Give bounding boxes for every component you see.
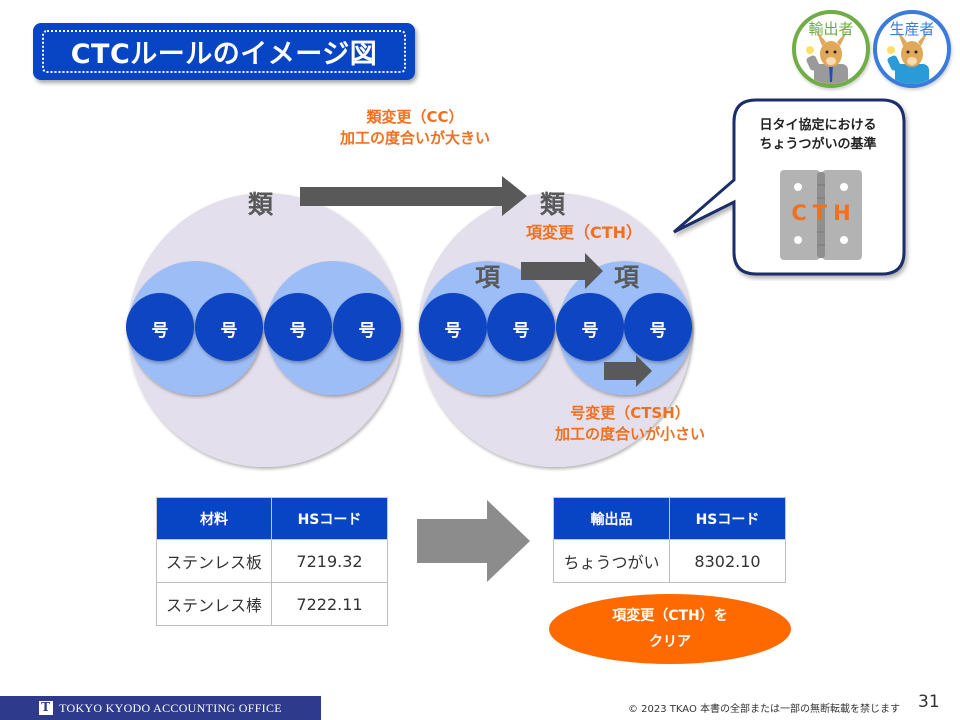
subheading-circle [333, 293, 401, 361]
table-row: ちょうつがい 8302.10 [553, 539, 786, 583]
subheading-circle [264, 293, 332, 361]
kangaroo-exporter-icon [806, 30, 848, 84]
subheading-circle [419, 293, 487, 361]
hinge-cth-label: CTH [791, 201, 857, 225]
product-hs-code: 8302.10 [669, 539, 786, 583]
subheading-label: 号 [358, 321, 376, 341]
title-frame: CTCルールのイメージ図 [42, 30, 406, 73]
subheading-label: 号 [512, 321, 530, 341]
chapter-label-left: 類 [248, 190, 274, 219]
subheading-label: 号 [289, 321, 307, 341]
page-title: CTCルールのイメージ図 [70, 39, 378, 70]
ctsh-arrow [604, 355, 652, 387]
material-name: ステンレス板 [156, 539, 272, 583]
transformation-arrow [417, 500, 530, 582]
title-banner: CTCルールのイメージ図 [33, 23, 415, 80]
subheading-label: 号 [220, 321, 238, 341]
page-number: 31 [918, 692, 940, 712]
subheading-circle [624, 293, 692, 361]
bubble-line1: 日タイ協定における [759, 118, 877, 133]
product-name: ちょうつがい [553, 539, 670, 583]
material-hs-code: 7219.32 [271, 539, 388, 583]
kangaroo-producer-icon [887, 30, 929, 84]
producer-badge: 生産者 [873, 10, 951, 88]
cth-label: 項変更（CTH） [526, 223, 643, 242]
cc-arrow [300, 176, 527, 216]
subheading-label: 号 [649, 321, 667, 341]
subheading-circle [195, 293, 263, 361]
copyright-notice: © 2023 TKAO 本書の全部または一部の無断転載を禁じます [628, 704, 901, 715]
table-row: ステンレス棒 7222.11 [156, 582, 388, 626]
chapter-label-right: 類 [540, 190, 566, 219]
cth-cleared-badge: 項変更（CTH）を クリア [549, 594, 791, 664]
ctsh-label: 号変更（CTSH） 加工の度合いが小さい [520, 403, 740, 445]
material-header-name: 材料 [156, 497, 272, 540]
subheading-label: 号 [151, 321, 169, 341]
bubble-text: 日タイ協定における ちょうつがいの基準 [738, 116, 898, 154]
product-header-hs: HSコード [669, 497, 786, 540]
subheading-circle [487, 293, 555, 361]
product-header-name: 輸出品 [553, 497, 670, 540]
bubble-line2: ちょうつがいの基準 [759, 137, 877, 152]
subheading-circle [556, 293, 624, 361]
result-line1: 項変更（CTH）を [612, 608, 728, 624]
ctsh-label-line1: 号変更（CTSH） [570, 404, 690, 422]
product-table: 輸出品 HSコード ちょうつがい 8302.10 [553, 497, 786, 583]
hinge-icon [780, 170, 862, 260]
company-logo-icon [39, 700, 54, 715]
result-line2: クリア [649, 634, 691, 650]
subheading-label: 号 [581, 321, 599, 341]
company-name: TOKYO KYODO ACCOUNTING OFFICE [59, 700, 282, 715]
material-table: 材料 HSコード ステンレス板 7219.32 ステンレス棒 7222.11 [156, 497, 388, 626]
subheading-circle [126, 293, 194, 361]
exporter-label: 輸出者 [808, 20, 854, 38]
producer-label: 生産者 [889, 20, 935, 38]
footer-brand-bar: TOKYO KYODO ACCOUNTING OFFICE [0, 696, 321, 720]
subheading-label: 号 [444, 321, 462, 341]
material-header-hs: HSコード [271, 497, 388, 540]
material-hs-code: 7222.11 [271, 582, 388, 626]
cc-label-line2: 加工の度合いが大きい [339, 129, 490, 147]
cc-label: 類変更（CC） 加工の度合いが大きい [300, 107, 530, 149]
exporter-badge: 輸出者 [792, 10, 870, 88]
ctsh-label-line2: 加工の度合いが小さい [554, 425, 705, 443]
cth-arrow [521, 253, 603, 289]
heading-label-right: 項 [614, 263, 640, 292]
table-row: ステンレス板 7219.32 [156, 539, 388, 583]
cc-label-line1: 類変更（CC） [366, 108, 464, 126]
heading-label-left: 項 [475, 263, 501, 292]
material-name: ステンレス棒 [156, 582, 272, 626]
